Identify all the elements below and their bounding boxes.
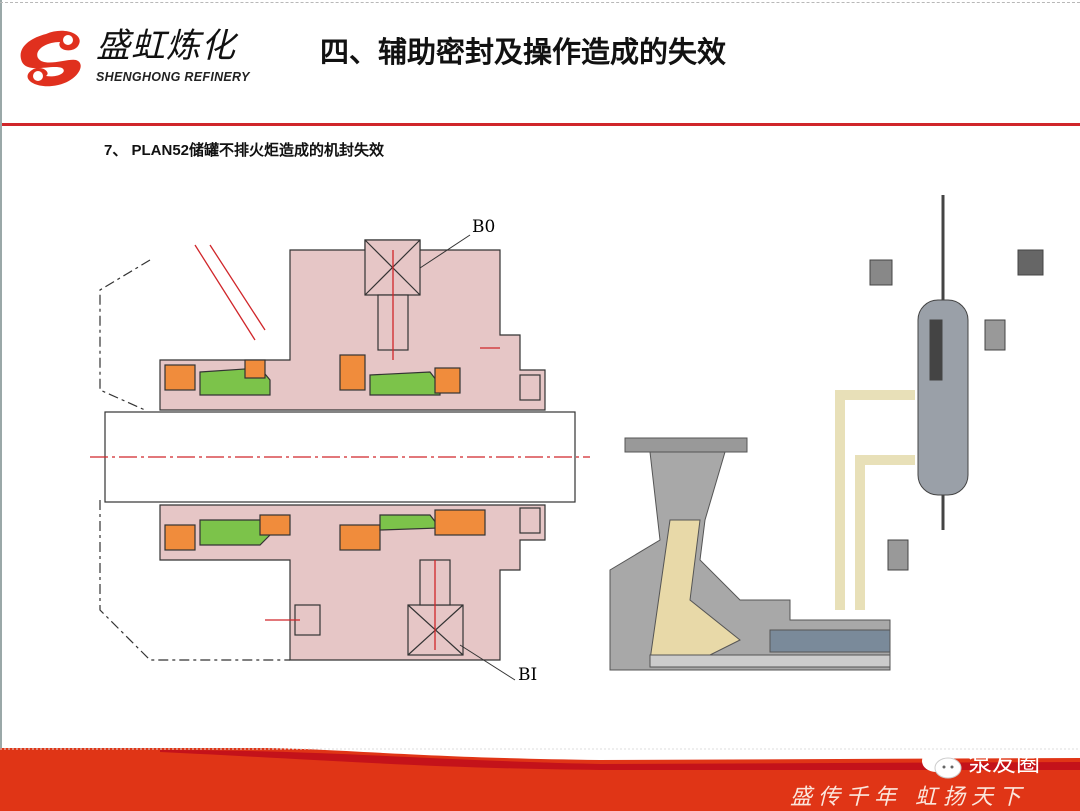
pump-casing: [609, 437, 891, 671]
chat-bubble-icon: [922, 750, 962, 779]
slide-title: 四、辅助密封及操作造成的失效: [320, 35, 727, 69]
section-subtitle: 7、 PLAN52储罐不排火炬造成的机封失效: [104, 142, 385, 159]
plan52-reservoir: [835, 195, 1044, 610]
leader-line-inlet: [459, 644, 516, 681]
company-logo-icon: [20, 30, 81, 87]
label-inlet: BI: [518, 665, 537, 685]
slide-border-top: [0, 2, 1080, 3]
flow-arrows: [194, 244, 500, 650]
slide-border: [0, 0, 2, 811]
footer-slogan: 盛传千年 虹扬天下: [790, 785, 1027, 810]
leader-line-outlet: [419, 234, 471, 269]
footer-banner: [0, 748, 1080, 811]
label-outlet: B0: [472, 217, 495, 237]
watermark: 泵友圈: [920, 747, 1040, 781]
watermark-text: 泵友圈: [968, 750, 1040, 777]
mechanical-seal-cross-section: [90, 239, 590, 661]
header-divider: [2, 123, 1080, 126]
logo-english-name: SHENGHONG REFINERY: [96, 70, 250, 84]
logo-chinese-name: 盛虹炼化: [96, 26, 236, 66]
